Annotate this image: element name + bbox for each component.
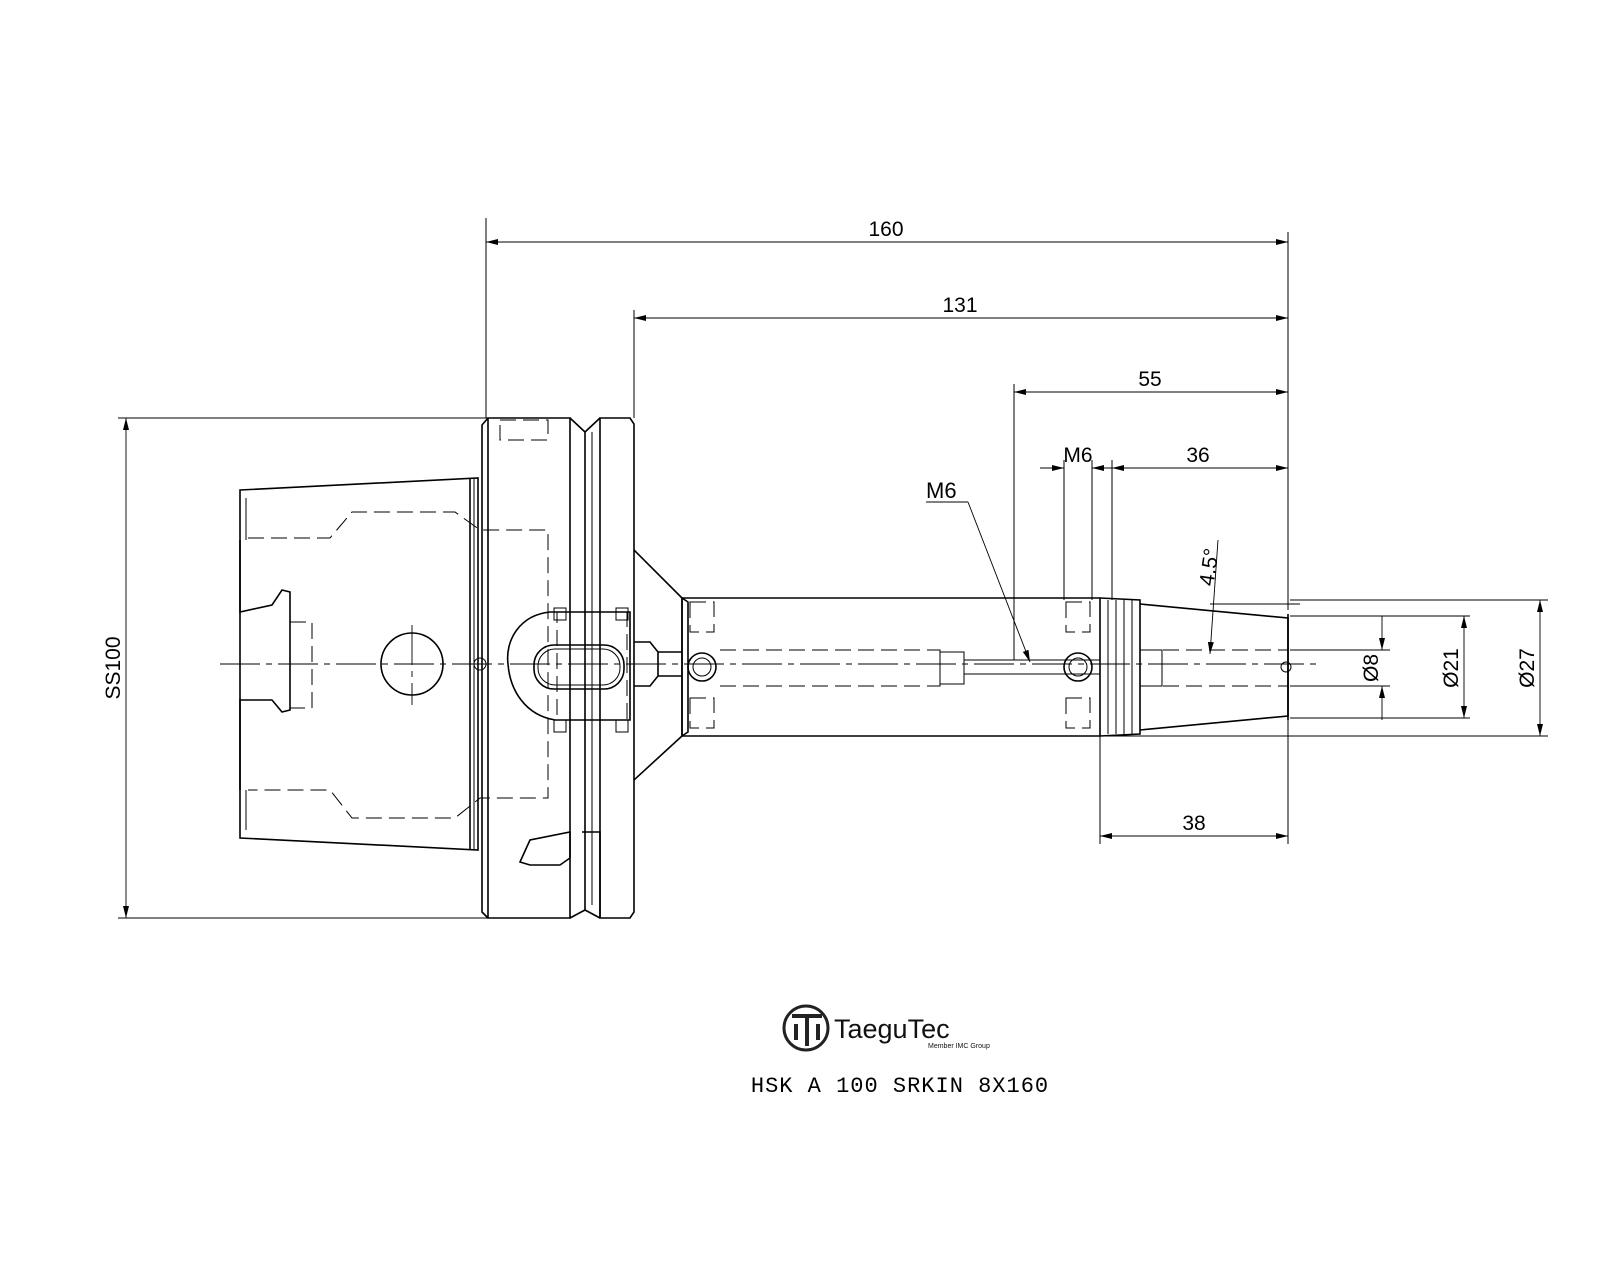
dim-flange-size: SS100 [102, 636, 125, 699]
body-transition [633, 549, 683, 781]
taegutec-logo-icon [782, 1004, 830, 1052]
dim-length-36: 36 [1186, 444, 1209, 467]
dim-taper-angle: 4.5° [1196, 547, 1224, 587]
part-designation: HSK A 100 SRKIN 8X160 [751, 1074, 1049, 1099]
dim-length-38: 38 [1182, 812, 1205, 835]
dim-length-55: 55 [1138, 368, 1161, 391]
brand-tagline: Member IMC Group [928, 1043, 990, 1050]
collet-nose [1099, 597, 1292, 737]
brand-logo: TaeguTec Member IMC Group [782, 1004, 990, 1052]
brand-name: TaeguTec [834, 1014, 950, 1044]
dim-thread-m6-top: M6 [1063, 444, 1092, 467]
flange [481, 417, 635, 919]
dim-bore-diameter: Ø8 [1360, 654, 1383, 682]
dim-overall-length: 160 [868, 218, 903, 241]
dim-length-131: 131 [942, 294, 977, 317]
dim-nose-diameter: Ø21 [1440, 648, 1463, 688]
extension-body [681, 597, 1101, 737]
hsk-taper-shank [239, 477, 549, 851]
callout-thread-m6: M6 [926, 478, 957, 503]
dim-body-diameter: Ø27 [1516, 648, 1539, 688]
